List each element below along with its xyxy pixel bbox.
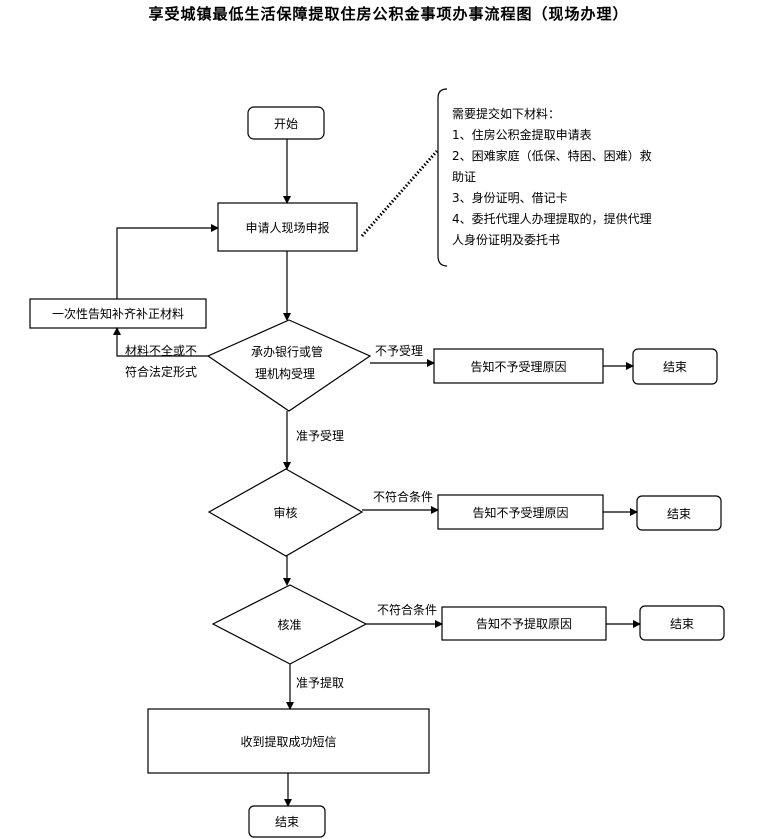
sms-label: 收到提取成功短信: [240, 734, 337, 749]
edge-accepted: 准予受理: [296, 429, 345, 443]
start-node: [247, 106, 325, 140]
bank-decision: [206, 319, 372, 412]
notify-once-label: 一次性告知补齐补正材料: [51, 307, 184, 321]
approve-label: 核准: [277, 618, 302, 632]
review-label: 审核: [273, 506, 298, 520]
bank-label-line2: 理机构受理: [255, 367, 316, 381]
end2-label: 结束: [666, 506, 691, 521]
materials-note: 需要提交如下材料： 1、住房公积金提取申请表 2、困难家庭（低保、特困、困难）救…: [452, 104, 702, 251]
apply-label: 申请人现场申报: [245, 220, 330, 235]
end4-label: 结束: [274, 815, 299, 829]
materials-connector: [360, 150, 439, 237]
end1-label: 结束: [662, 360, 687, 374]
materials-line: 2、困难家庭（低保、特困、困难）救: [452, 149, 652, 163]
reject1-label: 告知不予受理原因: [470, 359, 567, 374]
edge-not-accepted: 不予受理: [375, 344, 424, 358]
materials-line: 3、身份证明、借记卡: [452, 191, 568, 205]
materials-bracket: [437, 88, 448, 267]
edge-not-qualified-2: 不符合条件: [377, 603, 438, 617]
edge-approved-withdraw: 准予提取: [296, 676, 345, 690]
page-title: 享受城镇最低生活保障提取住房公积金事项办事流程图（现场办理）: [148, 5, 629, 23]
materials-heading: 需要提交如下材料：: [452, 107, 561, 121]
edge-not-qualified-1: 不符合条件: [373, 490, 434, 504]
reject2-label: 告知不予受理原因: [472, 505, 569, 520]
edge-incomplete-line2: 符合法定形式: [125, 365, 198, 379]
materials-line: 4、委托代理人办理提取的，提供代理: [452, 212, 652, 226]
materials-line: 1、住房公积金提取申请表: [452, 128, 592, 142]
review-decision: [207, 468, 364, 557]
bank-label-line1: 承办银行或管: [251, 345, 324, 359]
reject3-label: 告知不予提取原因: [475, 617, 572, 631]
materials-line: 人身份证明及委托书: [452, 233, 561, 247]
end3-label: 结束: [669, 616, 694, 631]
edge-incomplete-line1: 材料不全或不: [125, 344, 198, 358]
start-label: 开始: [273, 116, 298, 131]
materials-line: 助证: [452, 170, 477, 184]
